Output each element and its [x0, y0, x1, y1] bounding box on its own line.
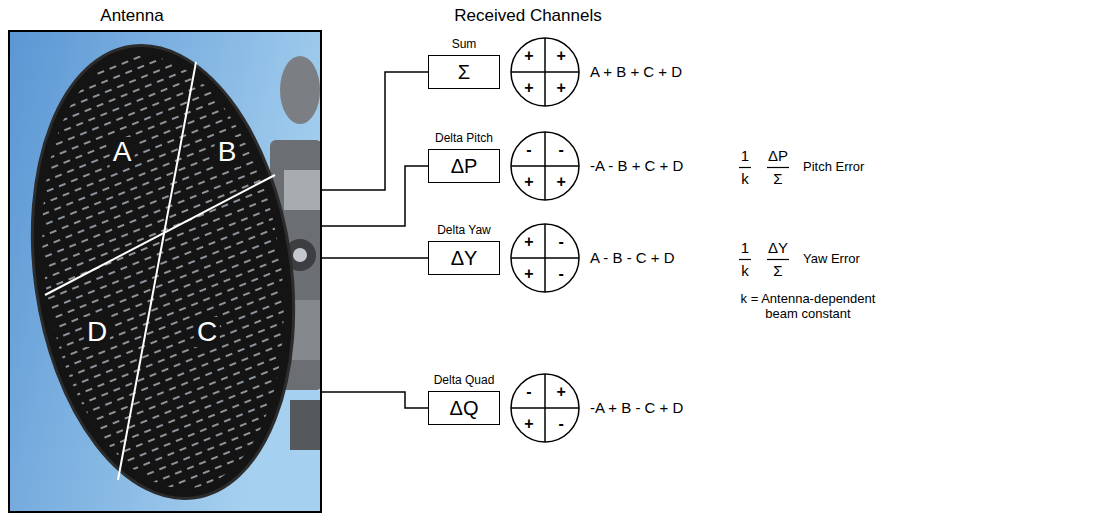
channel-formula: -A - B + C + D: [590, 157, 683, 174]
mount-hardware: [293, 248, 307, 262]
fraction-term: 1: [741, 239, 749, 256]
fraction-bar: [767, 167, 789, 168]
quadrant-sign: +: [524, 416, 533, 432]
circle-outline: [511, 132, 579, 200]
channel-name: Delta Quad: [434, 372, 495, 388]
fraction-bar: [739, 259, 751, 260]
fraction-term: k: [741, 262, 749, 279]
column-heading: Antenna: [100, 6, 163, 26]
fraction-term: 1: [741, 147, 749, 164]
quadrant-sign: +: [524, 174, 533, 190]
channel-symbol: ΔY: [451, 248, 478, 268]
antenna-photo: [10, 32, 320, 511]
circle-outline: [511, 224, 579, 292]
sign-circle: - + + -: [510, 373, 580, 443]
quadrant-letter: B: [215, 137, 240, 167]
quadrant-sign: -: [558, 416, 563, 432]
channel-formula: A - B - C + D: [590, 249, 675, 266]
channel-box: Delta QuadΔQ: [428, 372, 500, 425]
quadrant-sign: -: [526, 384, 531, 400]
quadrant-line: [544, 224, 546, 292]
quadrant-divider: [45, 175, 275, 295]
error-name: Pitch Error: [803, 160, 864, 175]
mount-hardware: [284, 170, 320, 210]
sky-background: [10, 32, 320, 511]
mount-hardware: [280, 56, 320, 124]
channel-name: Sum: [452, 36, 477, 52]
quadrant-sign: -: [558, 142, 563, 158]
quadrant-letter: D: [84, 317, 110, 347]
signal-wire: [322, 166, 428, 226]
constant-note: k = Antenna-dependent beam constant: [728, 292, 888, 322]
sign-circle: + - + -: [510, 223, 580, 293]
channel-symbol: ΔP: [451, 156, 478, 176]
sign-circle: - - + +: [510, 131, 580, 201]
circle-outline: [511, 374, 579, 442]
quadrant-line: [544, 132, 546, 200]
quadrant-line: [544, 38, 546, 106]
quadrant-sign: +: [556, 174, 565, 190]
quadrant-sign: -: [558, 234, 563, 250]
channel-formula: -A + B - C + D: [590, 399, 683, 416]
channel-symbol: ΔQ: [450, 398, 479, 418]
quadrant-sign: +: [524, 48, 533, 64]
channel-symbol: Σ: [458, 62, 470, 82]
quadrant-sign: +: [556, 80, 565, 96]
sign-circle: + + + +: [510, 37, 580, 107]
antenna-frame: AntennaABCD: [8, 30, 322, 513]
fraction-term: k: [741, 170, 749, 187]
error-name: Yaw Error: [803, 252, 860, 267]
quadrant-sign: +: [524, 234, 533, 250]
channel-name: Delta Yaw: [437, 222, 491, 238]
fraction-bar: [739, 167, 751, 168]
circle-outline: [510, 373, 580, 443]
fraction-term: ΔP: [768, 147, 788, 164]
fraction-bar: [767, 259, 789, 260]
signal-wire: [322, 257, 428, 259]
channel-box: Delta YawΔY: [428, 222, 500, 275]
quadrant-letter: C: [194, 317, 220, 347]
circle-outline: [511, 38, 579, 106]
circle-outline: [510, 131, 580, 201]
quadrant-sign: -: [558, 266, 563, 282]
channel-name: Delta Pitch: [435, 130, 493, 146]
fraction-term: ΔY: [768, 239, 788, 256]
quadrant-divider: [118, 62, 196, 480]
channel-box: Delta PitchΔP: [428, 130, 500, 183]
circle-outline: [510, 37, 580, 107]
signal-wire: [322, 72, 428, 190]
signal-wire: [322, 392, 428, 408]
circle-outline: [510, 223, 580, 293]
slot-array: [16, 40, 310, 505]
quadrant-sign: +: [556, 48, 565, 64]
quadrant-letter: A: [110, 137, 135, 167]
quadrant-sign: +: [524, 80, 533, 96]
quadrant-sign: -: [526, 142, 531, 158]
quadrant-sign: +: [524, 266, 533, 282]
quadrant-line: [544, 374, 546, 442]
fraction-term: Σ: [773, 170, 782, 187]
quadrant-sign: +: [556, 384, 565, 400]
channel-formula: A + B + C + D: [590, 63, 682, 80]
channel-box: SumΣ: [428, 36, 500, 89]
antenna-dish: [10, 32, 320, 511]
mount-hardware: [290, 400, 320, 450]
fraction-term: Σ: [773, 262, 782, 279]
column-heading: Received Channels: [454, 6, 601, 26]
